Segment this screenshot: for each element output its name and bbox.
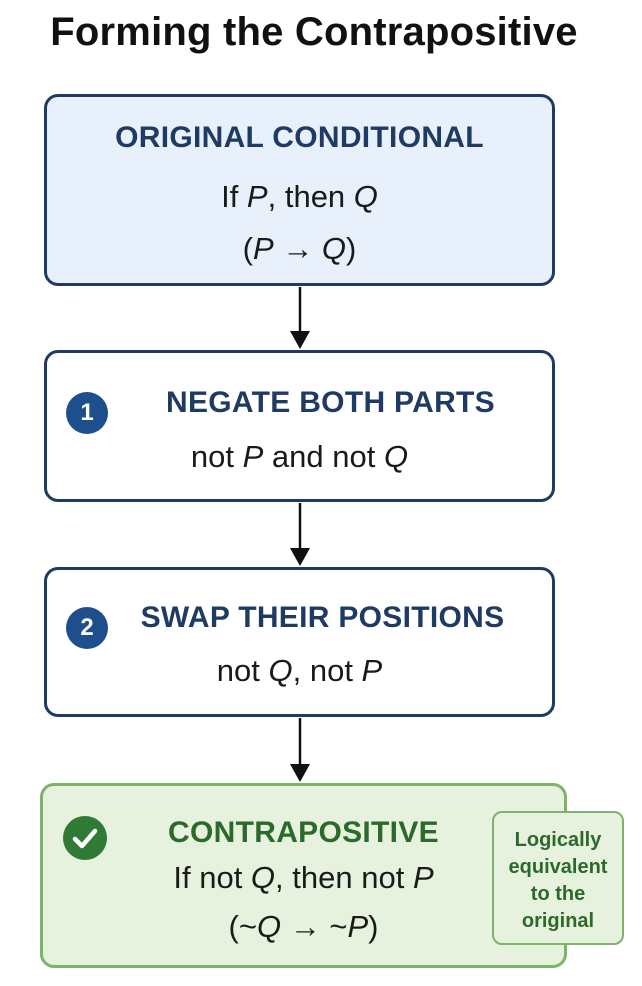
original-symbolic: (P → Q) [242,231,357,266]
negate-heading: NEGATE BOTH PARTS [166,386,495,419]
down-arrow-icon [288,503,312,567]
original-heading: ORIGINAL CONDITIONAL [115,121,484,154]
swap-step-box: 2 SWAP THEIR POSITIONS not Q, not P [44,567,555,717]
equivalence-note: Logically equivalent to the original [492,811,624,945]
original-conditional-box: ORIGINAL CONDITIONAL If P, then Q (P → Q… [44,94,555,286]
contrapositive-statement: If not Q, then not P [173,860,434,895]
note-line: original [521,910,595,932]
step-number-badge: 1 [66,392,108,434]
contrapositive-symbolic: (~Q → ~P) [228,909,379,944]
contrapositive-heading: CONTRAPOSITIVE [168,816,439,849]
step-number-badge: 2 [66,607,108,649]
contrapositive-box: CONTRAPOSITIVE If not Q, then not P (~Q … [40,783,567,968]
down-arrow-icon [288,287,312,350]
swap-statement: not Q, not P [216,653,383,688]
note-line: Logically [514,829,602,851]
note-line: to the [530,883,586,905]
original-statement: If P, then Q [221,179,378,214]
check-circle-icon [63,816,107,860]
negate-step-box: 1 NEGATE BOTH PARTS not P and not Q [44,350,555,502]
note-line: equivalent [508,856,608,878]
page-title: Forming the Contrapositive [50,10,578,54]
swap-heading: SWAP THEIR POSITIONS [140,601,505,634]
negate-statement: not P and not Q [190,439,409,474]
down-arrow-icon [288,718,312,783]
